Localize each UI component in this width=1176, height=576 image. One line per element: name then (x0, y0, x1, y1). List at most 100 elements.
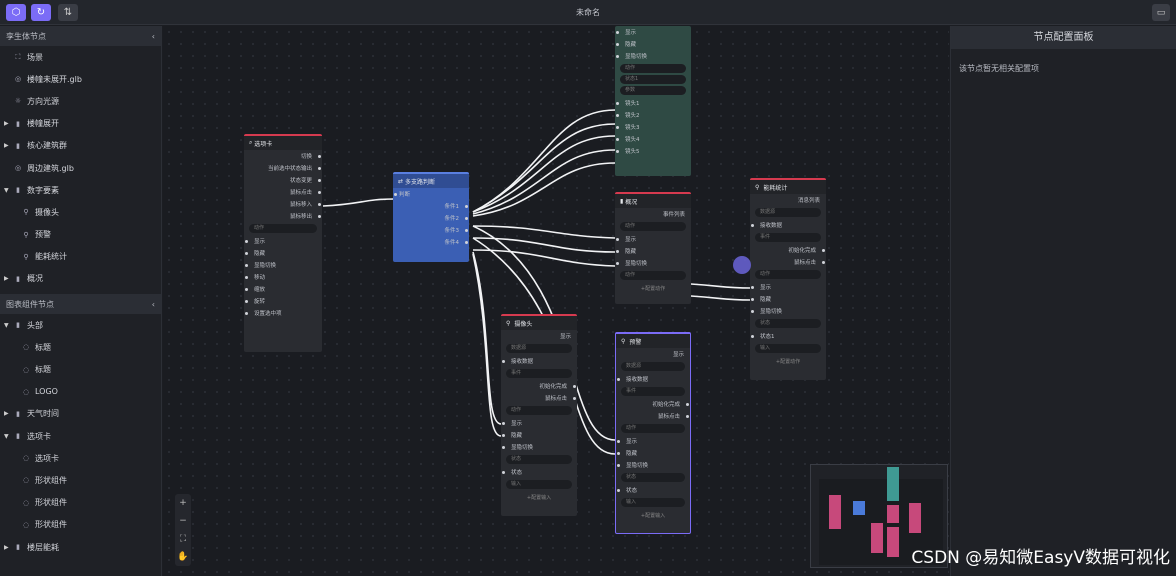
node-port[interactable]: 镜头3 (615, 121, 691, 133)
port-dot[interactable] (616, 261, 619, 265)
node-port[interactable]: 显隐切换 (244, 259, 322, 271)
port-dot[interactable] (465, 216, 468, 220)
node-port[interactable]: 初始化完成 (616, 398, 690, 410)
node-port[interactable]: 旋转 (244, 295, 322, 307)
tree-item[interactable]: ▶▮楼幢展开 (0, 113, 161, 135)
minimap[interactable] (810, 464, 948, 568)
tree-item[interactable]: ▼▮头部 (0, 314, 161, 336)
port-dot[interactable] (245, 275, 248, 279)
node-port[interactable]: 镜头1 (615, 97, 691, 109)
expand-arrow-icon[interactable]: ▶ (4, 275, 9, 283)
port-dot[interactable] (394, 192, 397, 196)
tree-item[interactable]: ▶▮楼层能耗 (0, 536, 161, 558)
node-header[interactable]: ⚲能耗统计 (750, 180, 826, 194)
port-dot[interactable] (617, 439, 620, 443)
node-port[interactable]: 移动 (244, 271, 322, 283)
add-config-button[interactable]: +配置输入 (526, 495, 552, 501)
node-input[interactable]: 输入 (755, 344, 821, 353)
node-port[interactable]: 状态变更 (244, 174, 322, 186)
tree-item[interactable]: ⚲能耗统计 (0, 246, 161, 268)
add-config-button[interactable]: +配置动作 (775, 359, 801, 365)
node-input[interactable]: 动作 (620, 64, 686, 73)
hand-icon[interactable]: ✋ (177, 552, 189, 562)
node-input[interactable]: 事件 (621, 387, 685, 396)
node-port[interactable]: 显隐切换 (501, 441, 577, 453)
node-port[interactable]: 状态 (616, 484, 690, 496)
port-dot[interactable] (318, 154, 321, 158)
node-port[interactable]: 显隐切换 (750, 305, 826, 317)
port-dot[interactable] (318, 202, 321, 206)
node-port[interactable]: 显示 (616, 435, 690, 447)
tree-item[interactable]: ▶▮概况 (0, 268, 161, 290)
chart-nodes-header[interactable]: 图表组件节点 ‹ (0, 294, 161, 315)
node-port[interactable]: 条件1 (393, 200, 469, 212)
expand-arrow-icon[interactable]: ▼ (4, 432, 9, 440)
tree-item[interactable]: ⚲摄像头 (0, 201, 161, 223)
port-dot[interactable] (686, 402, 689, 406)
node-port[interactable]: 显隐切换 (615, 257, 691, 269)
node-port[interactable]: 镜头4 (615, 133, 691, 145)
port-dot[interactable] (751, 334, 754, 338)
port-dot[interactable] (751, 223, 754, 227)
tree-item[interactable]: ▼▮选项卡 (0, 425, 161, 447)
node-input[interactable]: 动作 (620, 222, 686, 231)
node-input[interactable]: 动作 (620, 271, 686, 280)
port-dot[interactable] (245, 263, 248, 267)
node-input[interactable]: 数据源 (755, 208, 821, 217)
port-dot[interactable] (245, 239, 248, 243)
tree-item[interactable]: ▶▮天气时间 (0, 403, 161, 425)
node-port[interactable]: 显示 (501, 417, 577, 429)
port-dot[interactable] (502, 470, 505, 474)
node-input[interactable]: 动作 (506, 406, 572, 415)
node-port[interactable]: 鼠标点击 (750, 256, 826, 268)
node-port[interactable]: 接收数据 (750, 219, 826, 231)
node-port[interactable]: 条件4 (393, 236, 469, 248)
port-dot[interactable] (751, 297, 754, 301)
node-port[interactable]: 初始化完成 (750, 244, 826, 256)
port-dot[interactable] (465, 240, 468, 244)
twin-nodes-header[interactable]: 孪生体节点 ‹ (0, 26, 161, 46)
node-port[interactable]: 状态1 (750, 330, 826, 342)
node-header[interactable]: ⇄ 多支路判断 (393, 174, 469, 188)
node-port[interactable]: 隐藏 (615, 38, 691, 50)
node-port[interactable]: 条件3 (393, 224, 469, 236)
node-input[interactable]: 状态 (506, 455, 572, 464)
collapse-icon[interactable]: ‹ (151, 299, 155, 309)
node-port[interactable]: 鼠标移入 (244, 198, 322, 210)
node-port[interactable]: 显隐切换 (616, 459, 690, 471)
node-port[interactable]: 接收数据 (616, 373, 690, 385)
node-input[interactable]: 动作 (249, 224, 317, 233)
node-port[interactable]: 隐藏 (615, 245, 691, 257)
port-dot[interactable] (616, 149, 619, 153)
tree-item[interactable]: ⛶场景 (0, 46, 161, 68)
tree-item[interactable]: ◎楼幢未展开.glb (0, 68, 161, 90)
node-port[interactable]: 缩放 (244, 283, 322, 295)
tree-item[interactable]: ◌选项卡 (0, 447, 161, 469)
port-dot[interactable] (245, 299, 248, 303)
tree-item[interactable]: ▼▮数字要素 (0, 179, 161, 201)
port-dot[interactable] (318, 214, 321, 218)
node-port[interactable]: 切换 (244, 150, 322, 162)
sort-icon-button[interactable]: ⇅ (58, 4, 78, 21)
node-input[interactable]: 事件 (755, 233, 821, 242)
node-port[interactable]: 隐藏 (750, 293, 826, 305)
node-port[interactable]: 条件2 (393, 212, 469, 224)
node-header[interactable]: ⚲预警 (616, 334, 690, 348)
port-dot[interactable] (318, 166, 321, 170)
expand-arrow-icon[interactable]: ▶ (4, 410, 9, 418)
port-dot[interactable] (318, 178, 321, 182)
port-dot[interactable] (822, 248, 825, 252)
port-dot[interactable] (245, 251, 248, 255)
node-port[interactable]: 鼠标点击 (244, 186, 322, 198)
node-port[interactable]: 隐藏 (501, 429, 577, 441)
port-dot[interactable] (617, 451, 620, 455)
port-dot[interactable] (686, 414, 689, 418)
node-port[interactable]: 设置选中项 (244, 307, 322, 319)
port-dot[interactable] (616, 249, 619, 253)
node-input[interactable]: 参数 (620, 86, 686, 95)
port-dot[interactable] (502, 421, 505, 425)
port-dot[interactable] (616, 113, 619, 117)
node-input[interactable]: 状态 (755, 319, 821, 328)
